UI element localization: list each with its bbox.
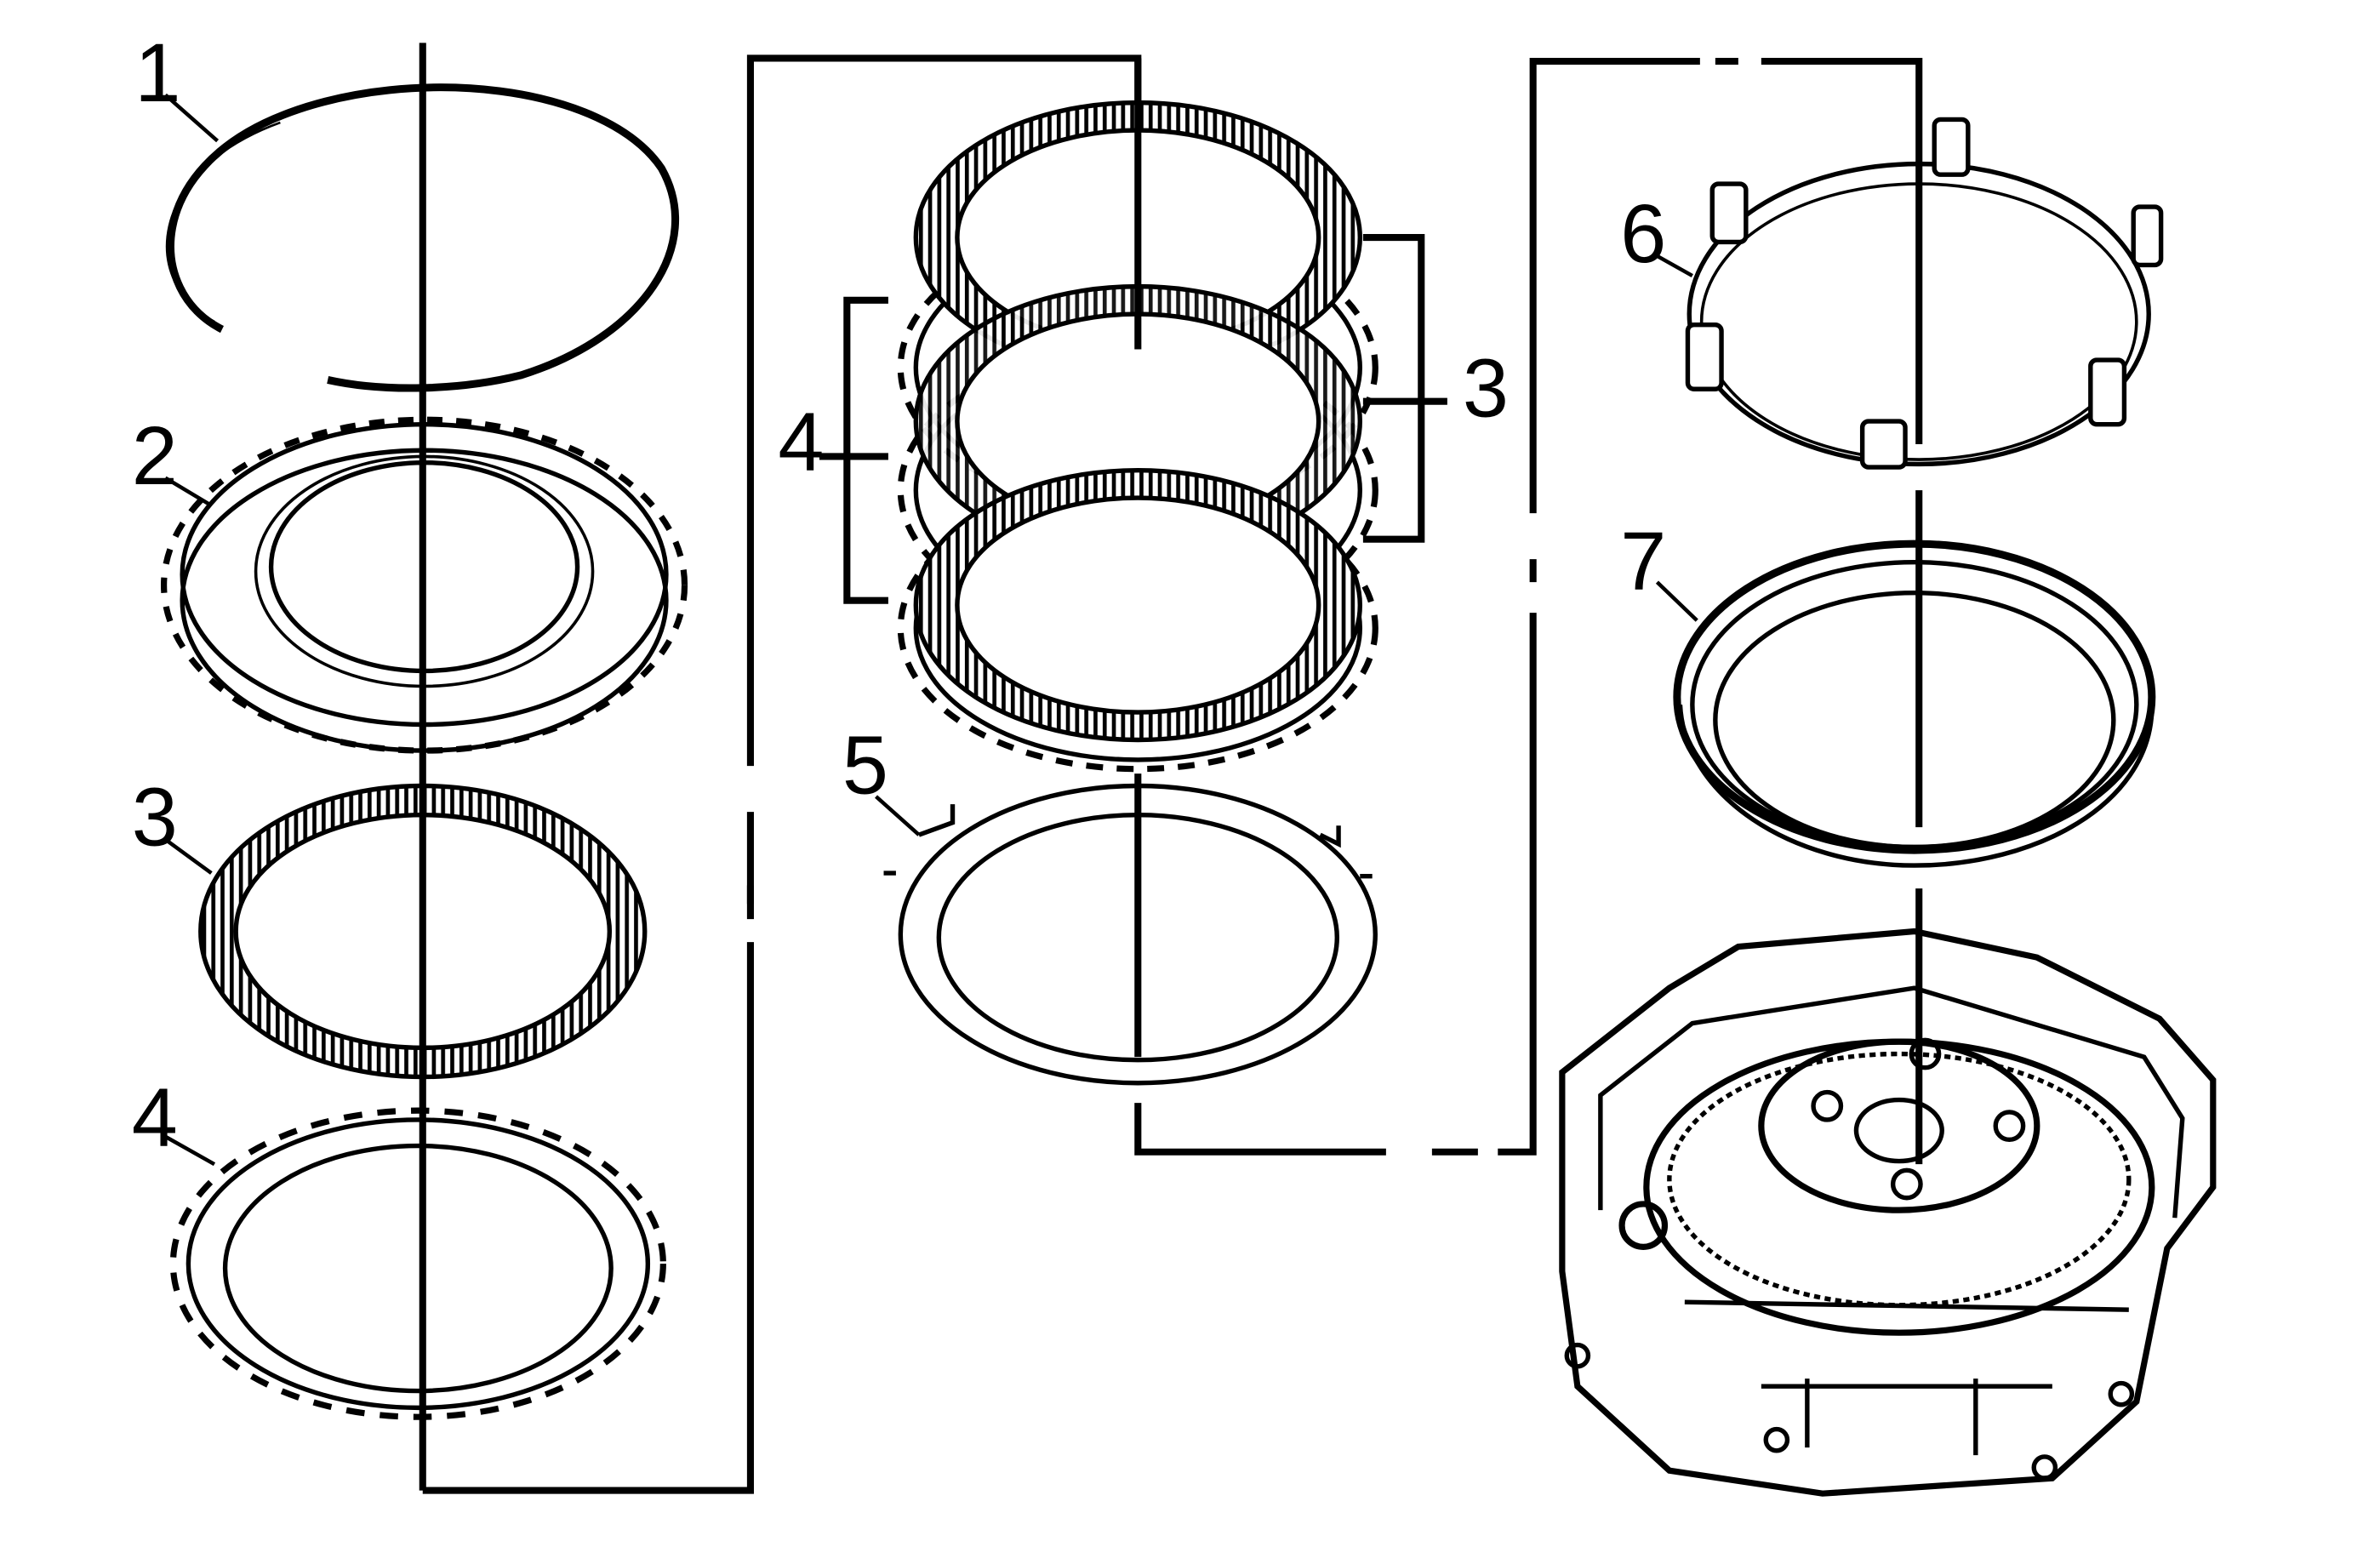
spring-retainer-6 [1685,117,2164,470]
callout-4-middle: 4 [778,396,824,488]
callout-2: 2 [132,409,178,502]
callout-3-left: 3 [132,771,178,864]
callout-5: 5 [842,718,888,811]
snap-ring-1 [165,83,679,392]
clutch-pack-stack [897,100,1378,773]
connector-lines [422,54,1923,1494]
callout-labels: 1 2 3 4 4 5 3 6 7 [132,26,1667,1164]
bracket-callout-4 [819,296,888,604]
steel-plate-4 [169,1107,666,1420]
callout-3-right: 3 [1463,342,1509,435]
piston-7 [1673,539,2156,868]
callout-leaders [163,93,1698,1167]
callout-1: 1 [134,26,180,119]
callout-6: 6 [1620,187,1666,280]
callout-7: 7 [1620,515,1666,608]
spacer-plate-5 [883,783,1378,1086]
transmission-housing [1559,928,2217,1497]
bracket-callout-3 [1362,233,1447,543]
callout-4-left: 4 [132,1071,178,1164]
